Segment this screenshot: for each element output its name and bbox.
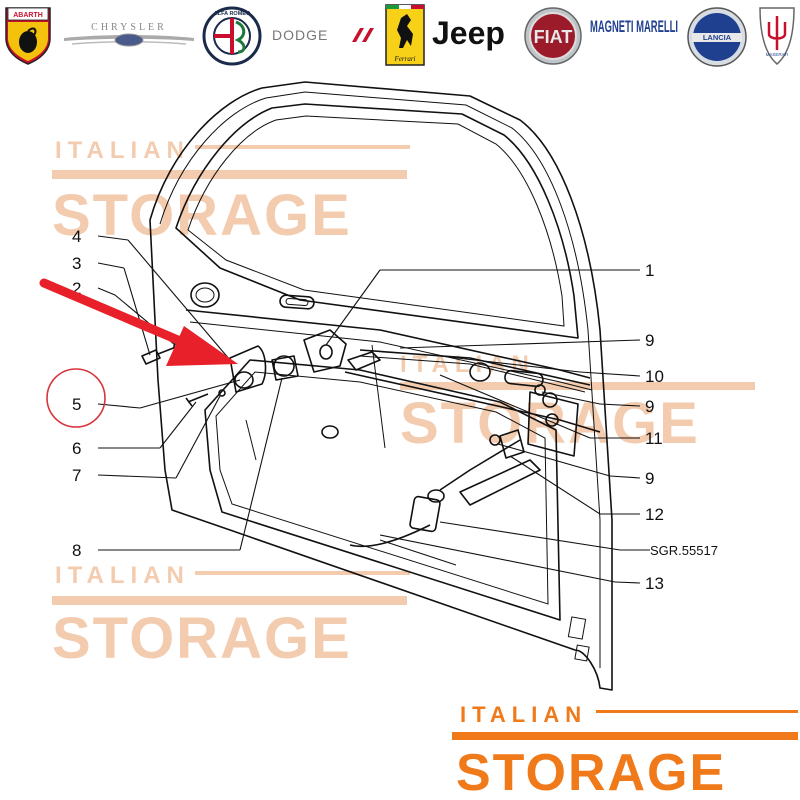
scorpion-shield-icon: ABARTH bbox=[5, 7, 51, 65]
part-label-1: 1 bbox=[645, 261, 654, 280]
lancia-shield-icon: LANCIA bbox=[687, 7, 747, 67]
jeep-wordmark-icon: Jeep bbox=[432, 15, 505, 51]
lancia-logo: LANCIA bbox=[686, 6, 748, 68]
alfa-romeo-logo: ALFA ROMEO bbox=[202, 6, 262, 66]
abarth-logo: ABARTH bbox=[2, 4, 54, 66]
alfa-roundel-icon: ALFA ROMEO bbox=[202, 6, 262, 66]
part-labels: 4 3 2 5 6 7 8 1 9 10 9 11 9 12 SGR.55517… bbox=[72, 227, 718, 593]
magneti-marelli-logo: MAGNETI MARELLI bbox=[588, 10, 680, 60]
part-label-10: 10 bbox=[645, 367, 664, 386]
watermark-big-text: STORAGE bbox=[52, 183, 352, 248]
winged-badge-icon: CHRYSLER bbox=[64, 22, 194, 47]
svg-text:MASERATI: MASERATI bbox=[766, 52, 789, 57]
svg-text:MAGNETI MARELLI: MAGNETI MARELLI bbox=[590, 17, 678, 36]
svg-text:FIAT: FIAT bbox=[534, 27, 573, 47]
part-label-5: 5 bbox=[72, 395, 81, 414]
maserati-logo: MASERATI bbox=[756, 4, 798, 66]
part-label-11: 11 bbox=[645, 429, 663, 448]
exploded-parts bbox=[141, 329, 546, 446]
part-label-9: 9 bbox=[645, 331, 654, 350]
part-label-9: 9 bbox=[645, 469, 654, 488]
pointer-arrow bbox=[39, 278, 238, 366]
part-label-9: 9 bbox=[645, 397, 654, 416]
svg-text:Jeep: Jeep bbox=[432, 15, 505, 51]
watermark-small-text: ITALIAN bbox=[55, 562, 190, 589]
brand-logo-bar: ABARTH CHRYSLER ALFA ROMEO DODGE bbox=[0, 0, 800, 72]
fiat-logo: FIAT bbox=[524, 6, 582, 66]
svg-text:CHRYSLER: CHRYSLER bbox=[91, 22, 167, 33]
svg-text:ALFA ROMEO: ALFA ROMEO bbox=[214, 11, 251, 17]
dodge-stripes-icon: DODGE bbox=[272, 27, 374, 43]
part-label-12: 12 bbox=[645, 505, 664, 524]
watermark-big-text: STORAGE bbox=[52, 606, 352, 671]
svg-text:LANCIA: LANCIA bbox=[703, 33, 732, 42]
highlight-circle bbox=[46, 368, 106, 428]
svg-text:ABARTH: ABARTH bbox=[13, 12, 43, 19]
part-label-8: 8 bbox=[72, 541, 81, 560]
reference-code: SGR.55517 bbox=[650, 543, 718, 558]
footer-logo: ITALIAN STORAGE bbox=[452, 702, 798, 800]
part-label-7: 7 bbox=[72, 466, 81, 485]
chrysler-logo: CHRYSLER bbox=[62, 18, 196, 52]
svg-text:Ferrari: Ferrari bbox=[394, 55, 416, 63]
dodge-logo: DODGE bbox=[270, 24, 374, 46]
fiat-badge-icon: FIAT bbox=[524, 7, 582, 65]
part-label-6: 6 bbox=[72, 439, 81, 458]
part-label-2: 2 bbox=[72, 279, 81, 298]
svg-text:DODGE: DODGE bbox=[272, 27, 328, 43]
part-label-13: 13 bbox=[645, 574, 664, 593]
part-label-4: 4 bbox=[72, 227, 81, 246]
leader-lines bbox=[97, 235, 650, 584]
watermark-upper: ITALIAN STORAGE bbox=[52, 137, 410, 248]
door-line-art bbox=[149, 81, 613, 691]
footer-logo-small-text: ITALIAN bbox=[460, 702, 587, 727]
jeep-logo: Jeep bbox=[430, 10, 514, 54]
ferrari-logo: Ferrari bbox=[385, 4, 425, 66]
watermark-small-text: ITALIAN bbox=[55, 137, 190, 164]
trident-icon: MASERATI bbox=[759, 7, 795, 65]
prancing-horse-icon: Ferrari bbox=[385, 4, 425, 66]
magneti-marelli-wordmark-icon: MAGNETI MARELLI bbox=[590, 17, 678, 36]
watermark-lower: ITALIAN STORAGE bbox=[52, 562, 410, 671]
footer-logo-big-text: STORAGE bbox=[456, 744, 726, 800]
part-label-3: 3 bbox=[72, 254, 81, 273]
